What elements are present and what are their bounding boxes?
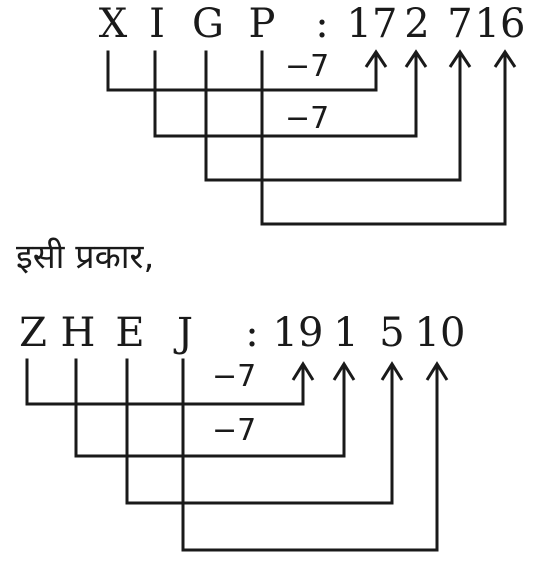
code-19: 19: [273, 310, 324, 356]
arrow-up-icon: [332, 361, 356, 381]
colon: :: [245, 310, 258, 356]
code-7: 7: [447, 1, 472, 47]
letter-h: H: [61, 310, 96, 356]
arrow-up-icon: [425, 361, 449, 381]
arrow-up-icon: [364, 49, 388, 68]
arrow-up-icon: [493, 49, 517, 68]
arrow-up-icon: [404, 49, 428, 68]
offset-label: −7: [212, 359, 256, 394]
example-1: X I G P : 17 2 7 16 −7 −7: [99, 1, 526, 226]
letter-z: Z: [19, 310, 47, 356]
connector-i-to-2: [153, 50, 418, 138]
offset-label: −7: [285, 49, 329, 84]
code-5: 5: [379, 310, 404, 356]
transition-text: इसी प्रकार,: [16, 237, 155, 277]
connector-e-to-5: [125, 358, 394, 505]
connector-x-to-17: [106, 50, 378, 92]
connector-h-to-1: [74, 358, 346, 458]
colon: :: [315, 1, 328, 47]
letter-p: P: [249, 1, 276, 47]
letter-j: J: [173, 310, 193, 356]
arrow-up-icon: [448, 49, 472, 68]
connector-g-to-7: [204, 50, 462, 182]
connector-p-to-16: [260, 50, 507, 226]
connector-j-to-10: [181, 358, 439, 552]
code-16: 16: [475, 1, 526, 47]
code-17: 17: [347, 1, 398, 47]
offset-label: −7: [285, 101, 329, 136]
code-1: 1: [333, 310, 358, 356]
code-10: 10: [415, 310, 466, 356]
offset-label: −7: [212, 413, 256, 448]
letter-g: G: [192, 1, 224, 47]
letter-x: X: [99, 1, 128, 47]
example-2: Z H E J : 19 1 5 10 −7 −7: [19, 310, 466, 552]
code-2: 2: [404, 1, 429, 47]
arrow-up-icon: [291, 361, 315, 381]
letter-e: E: [115, 310, 144, 356]
arrow-up-icon: [380, 361, 404, 381]
connector-z-to-19: [25, 358, 305, 406]
letter-i: I: [149, 1, 165, 47]
